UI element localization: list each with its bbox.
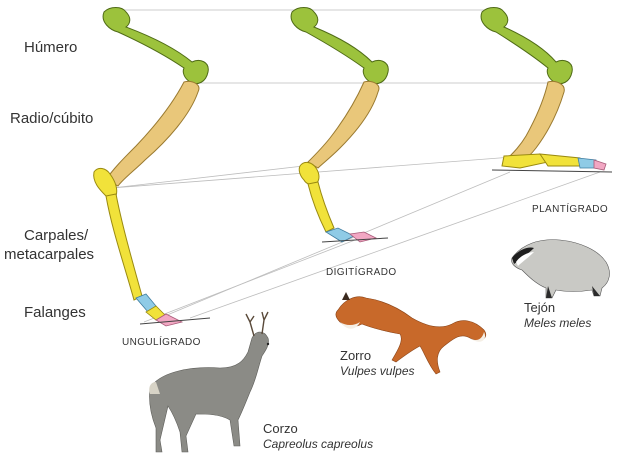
badger-illustration (512, 240, 610, 298)
plantigrade-label: PLANTÍGRADO (532, 204, 608, 215)
metacarpal-bone (540, 154, 582, 166)
digitigrade-label: DIGITÍGRADO (326, 267, 397, 278)
ground-line (322, 238, 388, 242)
phalanx-pink (594, 160, 606, 170)
humerus-bone (481, 8, 572, 84)
humerus-label: Húmero (24, 39, 77, 56)
fox-name: Zorro (340, 348, 371, 363)
humerus-bone (291, 8, 388, 84)
radius-ulna-bone (508, 81, 564, 162)
fox-scientific-name: Vulpes vulpes (340, 364, 415, 378)
badger-scientific-name: Meles meles (524, 316, 591, 330)
limb-digitigrade (291, 8, 388, 243)
radius-ulna-label: Radio/cúbito (10, 110, 93, 127)
phalanges-label: Falanges (24, 304, 86, 321)
deer-scientific-name: Capreolus capreolus (263, 437, 373, 451)
phalanx-blue (578, 158, 596, 168)
metacarpal-bone (106, 194, 142, 300)
limb-unguligrade (94, 8, 210, 327)
carpals-label-line1: Carpales/ (24, 227, 88, 244)
radius-ulna-bone (308, 81, 379, 168)
metacarpal-bone (308, 182, 334, 232)
deer-name: Corzo (263, 421, 298, 436)
unguligrade-label: UNGULÍGRADO (122, 337, 201, 348)
limb-plantigrade (481, 8, 612, 173)
roe-deer-illustration (149, 312, 269, 452)
carpals-label-line2: metacarpales (4, 246, 94, 263)
badger-name: Tejón (524, 300, 555, 315)
ground-line (492, 170, 612, 172)
radius-ulna-bone (106, 81, 199, 186)
humerus-bone (103, 8, 208, 84)
